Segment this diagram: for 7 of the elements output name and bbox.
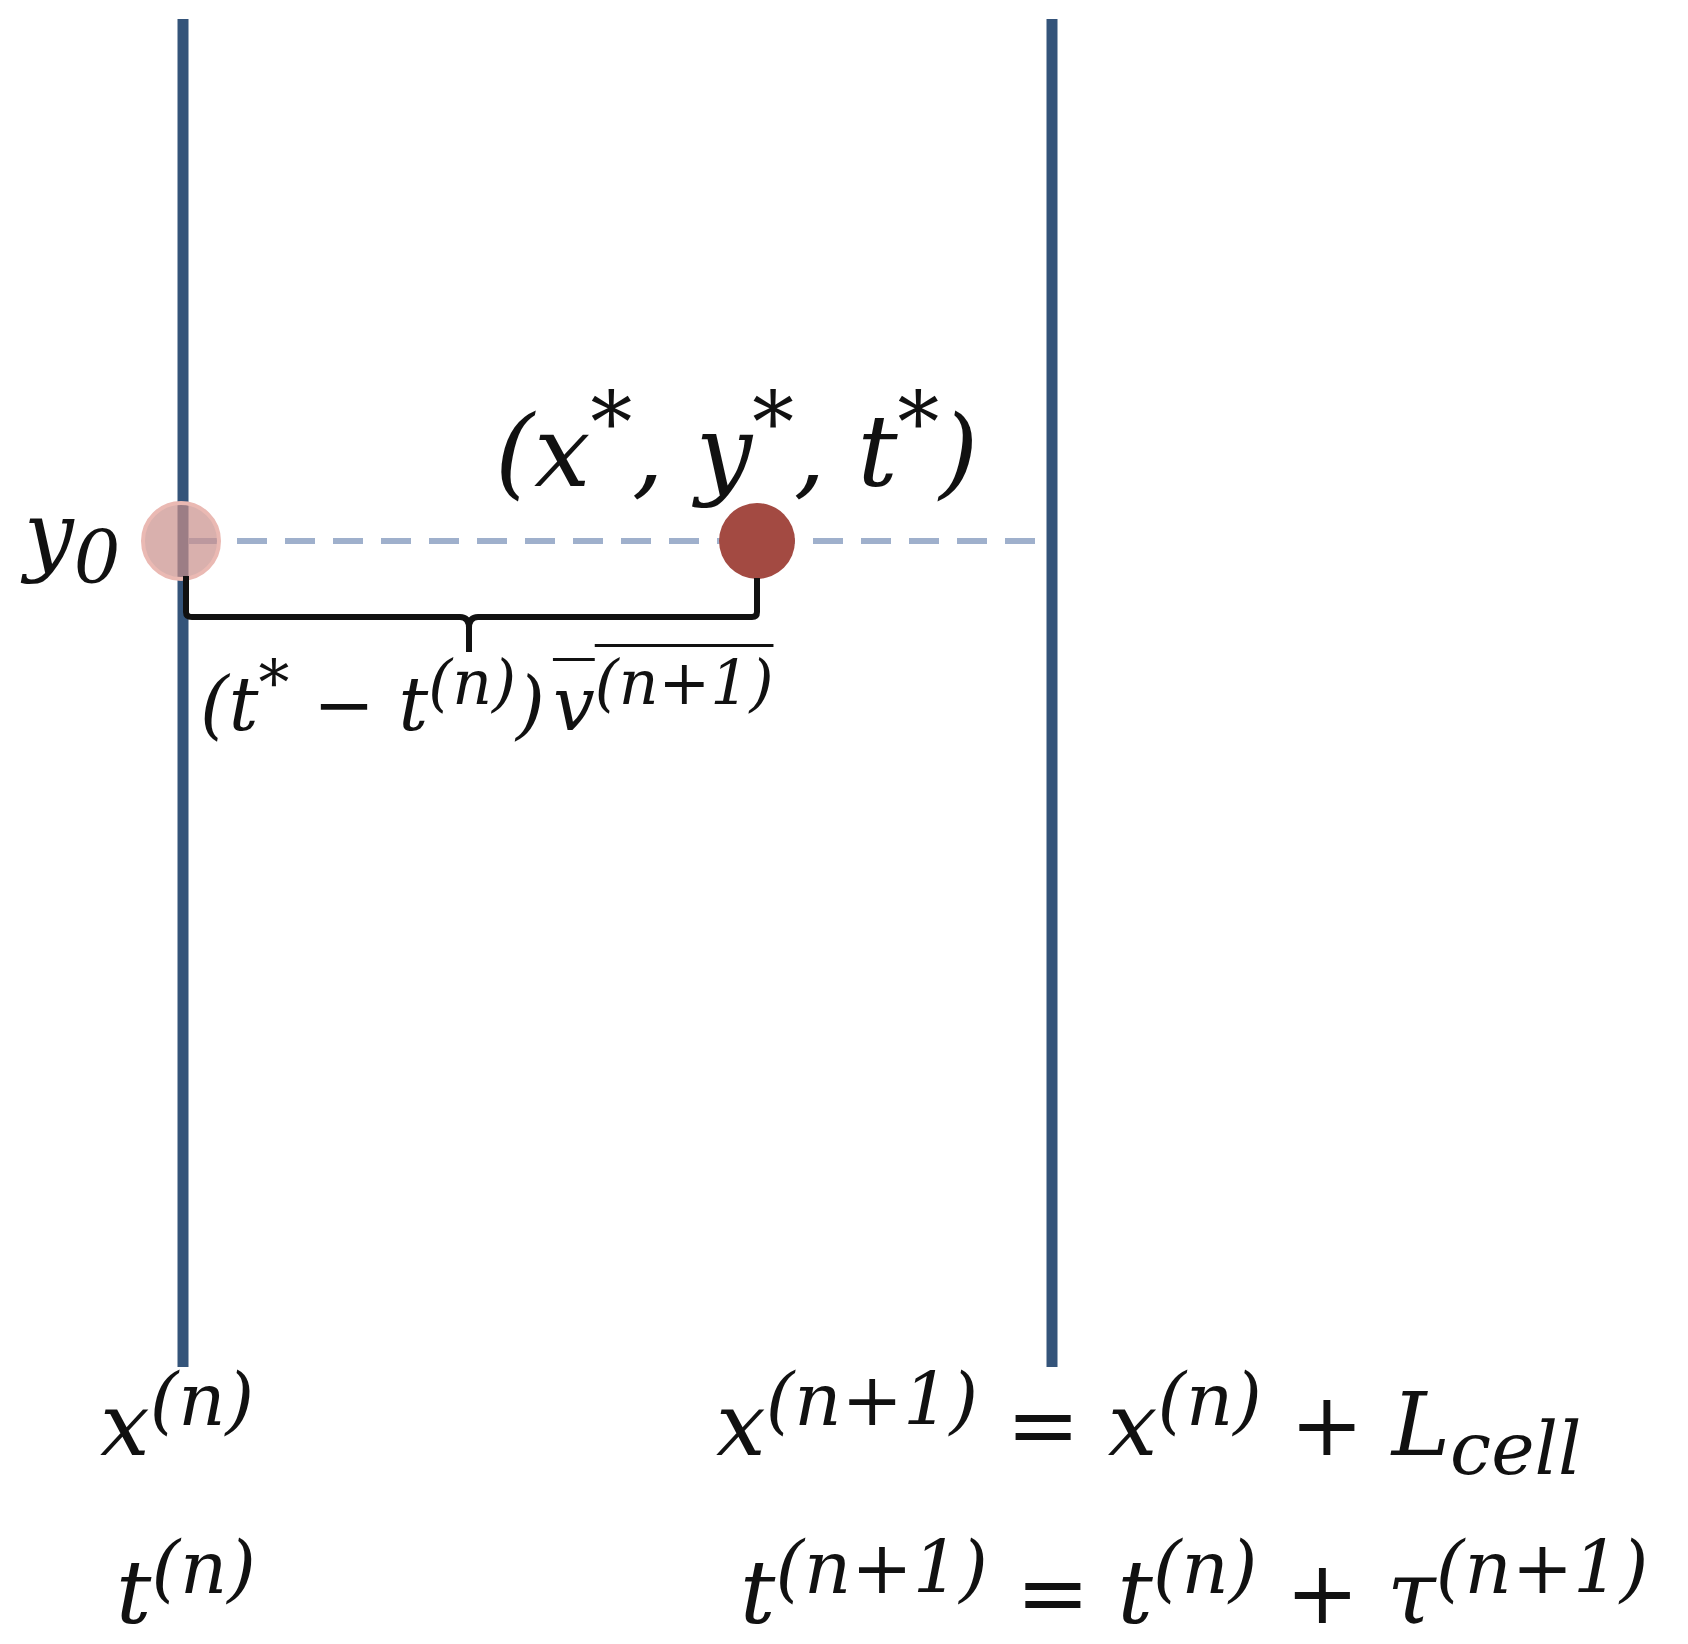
math-label: (x$^{*}$, y$^{*}$, t$^{*}$) (495, 378, 979, 508)
math-label: v$^{(n+1)}$ (552, 650, 774, 746)
math-label: t$^{(n+1)}$ = t$^{(n)}$ + τ$^{(n+1)}$ (740, 1528, 1649, 1643)
math-label: x$^{(n+1)}$ = x$^{(n)}$ + L$_{cell}$ (716, 1360, 1582, 1490)
math-label: x$^{(n)}$ (100, 1360, 255, 1475)
math-label: (t$^{*}$ − t$^{(n)}$) (200, 650, 545, 746)
math-label: t$^{(n)}$ (116, 1528, 256, 1643)
